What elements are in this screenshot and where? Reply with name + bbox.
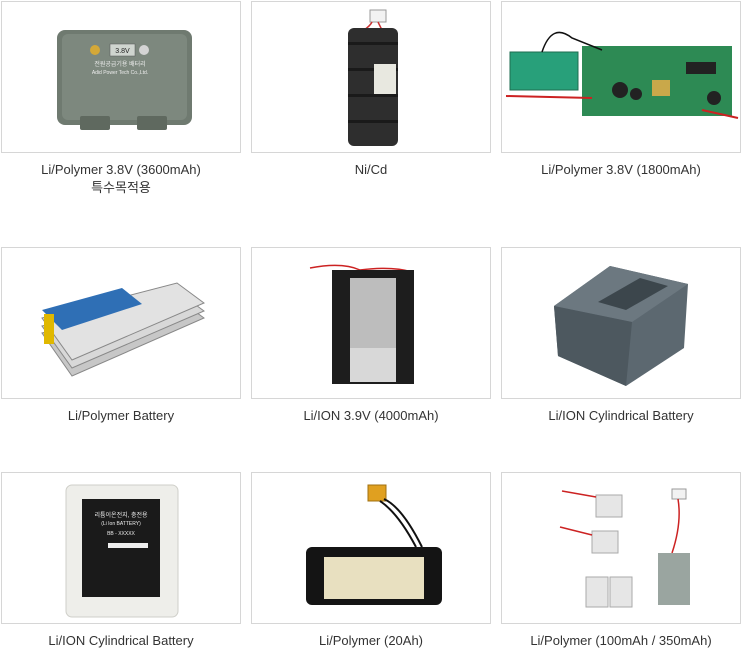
product-image-frame[interactable] <box>501 1 741 153</box>
product-image-frame[interactable] <box>251 1 491 153</box>
circuit-board-battery-icon <box>505 31 739 119</box>
product-caption: Li/Polymer 3.8V (3600mAh) 특수목적용 <box>1 161 241 197</box>
flat-pouch-cell-icon <box>309 264 414 384</box>
product-caption: Ni/Cd <box>251 161 491 179</box>
stacked-polymer-cells-icon <box>41 282 205 377</box>
svg-text:3.8V: 3.8V <box>115 48 130 55</box>
product-note: 특수목적용 <box>91 180 151 195</box>
product-caption: Li/ION Cylindrical Battery <box>1 632 241 650</box>
product-caption: Li/Polymer 3.8V (1800mAh) <box>501 161 741 179</box>
svg-text:전원공급기용 배터리: 전원공급기용 배터리 <box>94 60 145 68</box>
product-name: Li/ION Cylindrical Battery <box>48 633 194 648</box>
product-caption: Li/Polymer Battery <box>1 407 241 425</box>
svg-text:BB - XXXXX: BB - XXXXX <box>107 531 135 537</box>
gray-box-battery-icon <box>554 266 688 386</box>
small-polymer-cells-icon <box>559 488 690 608</box>
product-caption: Li/Polymer (20Ah) <box>251 632 491 650</box>
svg-text:Adid Power Tech Co.,Ltd.: Adid Power Tech Co.,Ltd. <box>92 70 148 76</box>
product-image-frame[interactable] <box>501 247 741 399</box>
product-image-frame[interactable]: 3.8V 전원공급기용 배터리 Adid Power Tech Co.,Ltd. <box>1 1 241 153</box>
product-image-frame[interactable] <box>501 472 741 624</box>
product-name: Li/Polymer (100mAh / 350mAh) <box>530 633 712 648</box>
product-name: Li/Polymer 3.8V (3600mAh) <box>41 162 201 177</box>
white-labeled-battery-icon: 리튬이온전지, 충전용 (Li Ion BATTERY) BB - XXXXX <box>65 484 179 618</box>
svg-text:리튬이온전지, 충전용: 리튬이온전지, 충전용 <box>94 511 147 519</box>
product-name: Li/ION Cylindrical Battery <box>548 408 694 423</box>
product-name: Li/Polymer (20Ah) <box>318 633 424 648</box>
product-image-frame[interactable]: 리튬이온전지, 충전용 (Li Ion BATTERY) BB - XXXXX <box>1 472 241 624</box>
product-caption: Li/Polymer (100mAh / 350mAh) <box>501 632 741 650</box>
svg-text:(Li Ion BATTERY): (Li Ion BATTERY) <box>101 521 141 527</box>
product-name: Li/Polymer Battery <box>67 408 175 423</box>
product-image-frame[interactable] <box>1 247 241 399</box>
product-image-frame[interactable] <box>251 247 491 399</box>
product-name: Ni/Cd <box>354 162 388 177</box>
product-name: Li/Polymer 3.8V (1800mAh) <box>541 162 701 177</box>
gray-battery-pack-icon: 3.8V 전원공급기용 배터리 Adid Power Tech Co.,Ltd. <box>57 30 192 130</box>
black-pack-battery-icon <box>306 484 442 605</box>
product-name: Li/ION 3.9V (4000mAh) <box>303 408 439 423</box>
product-caption: Li/ION 3.9V (4000mAh) <box>251 407 491 425</box>
product-caption: Li/ION Cylindrical Battery <box>501 407 741 425</box>
cylindrical-cell-stack-icon <box>348 9 398 146</box>
product-image-frame[interactable] <box>251 472 491 624</box>
